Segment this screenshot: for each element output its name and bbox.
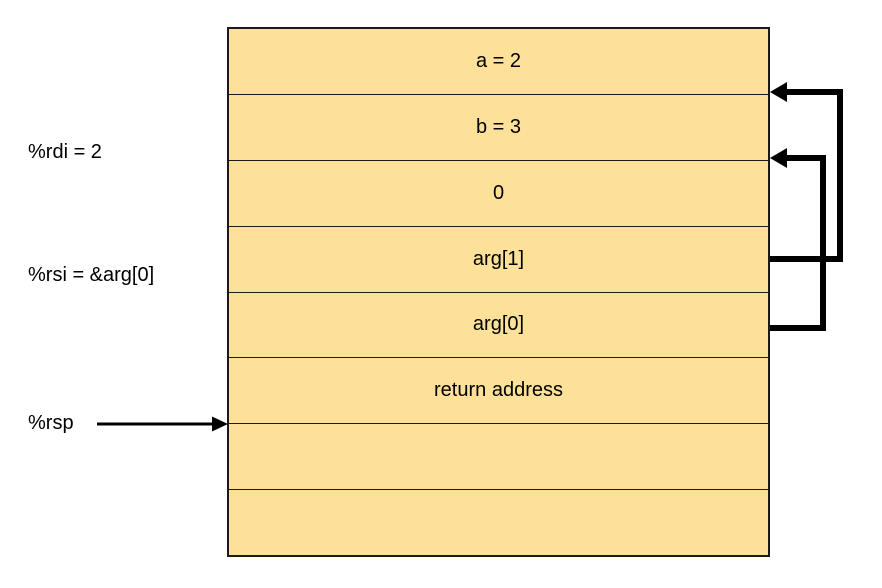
stack-cell-b: b = 3 bbox=[229, 95, 768, 161]
stack-cell-arg1: arg[1] bbox=[229, 227, 768, 293]
arg1-pointer-arrow bbox=[770, 89, 843, 262]
stack-cell-arg0-label: arg[0] bbox=[472, 313, 525, 336]
stack-cell-arg1-label: arg[1] bbox=[472, 247, 525, 270]
stack-cell-arg0: arg[0] bbox=[229, 293, 768, 359]
register-label-rsp: %rsp bbox=[28, 412, 74, 434]
stack-cell-return-address: return address bbox=[229, 358, 768, 425]
register-label-rdi: %rdi = 2 bbox=[28, 141, 102, 163]
stack-cell-zero-label: 0 bbox=[492, 181, 505, 204]
stack-cell-zero: 0 bbox=[229, 161, 768, 227]
rsp-pointer-arrowhead bbox=[212, 416, 228, 432]
arg1-pointer-arrowhead bbox=[770, 82, 787, 102]
arg0-pointer-arrow bbox=[770, 155, 826, 331]
register-label-rsi: %rsi = &arg[0] bbox=[28, 264, 155, 286]
stack-cell-a: a = 2 bbox=[229, 29, 768, 95]
stack-cell-b-label: b = 3 bbox=[475, 115, 522, 138]
arg0-pointer-arrowhead bbox=[770, 148, 787, 168]
stack-cell-a-label: a = 2 bbox=[475, 49, 522, 72]
stack-cell-empty-1 bbox=[229, 424, 768, 491]
stack-cell-empty-2 bbox=[229, 490, 768, 555]
stack-box: a = 2 b = 3 0 arg[1] arg[0] return addre… bbox=[227, 27, 770, 557]
stack-cell-return-address-label: return address bbox=[434, 379, 563, 402]
